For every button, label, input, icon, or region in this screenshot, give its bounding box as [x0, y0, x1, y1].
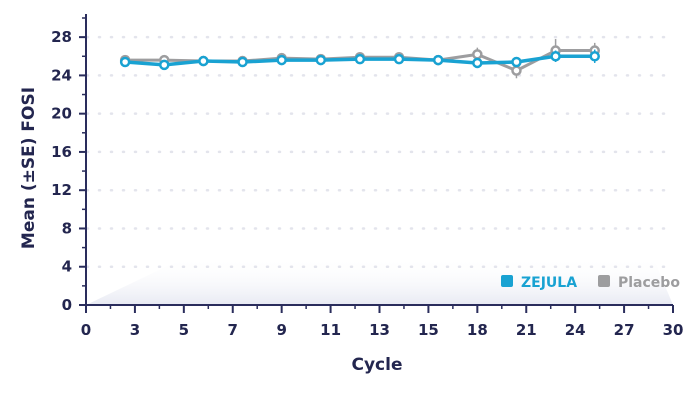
x-tick-label-21: 21	[516, 321, 537, 339]
y-tick-label-8: 8	[62, 219, 72, 237]
legend-item-zejula: ZEJULA	[501, 275, 577, 291]
y-tick-label-0: 0	[62, 296, 72, 314]
x-tick-label-24: 24	[565, 321, 586, 339]
zejula-point-2	[198, 55, 209, 67]
legend-swatch-zejula	[501, 275, 513, 287]
x-tick-label-15: 15	[418, 321, 439, 339]
series-zejula	[119, 49, 600, 71]
legend: ZEJULA Placebo	[501, 275, 680, 291]
y-axis-title: Mean (±SE) FOSI	[19, 87, 39, 249]
zejula-point-9	[472, 57, 483, 69]
legend-label-zejula: ZEJULA	[521, 275, 577, 291]
background-band-shape	[86, 257, 673, 305]
placebo-point-9	[472, 49, 483, 60]
y-tick-label-12: 12	[51, 181, 72, 199]
zejula-point-10	[511, 56, 522, 68]
zejula-point-8	[432, 54, 444, 66]
x-tick-label-13: 13	[369, 321, 390, 339]
x-axis-title: Cycle	[352, 355, 403, 375]
y-tick-label-20: 20	[51, 105, 72, 123]
x-tick-label-30: 30	[663, 321, 684, 339]
axes: 0 4 8 12 16 20 24 28 0 3 5 7 9 11 13 15 18 21 24 27 30	[51, 14, 683, 339]
y-tick-label-24: 24	[51, 66, 72, 84]
zejula-point-4	[276, 54, 287, 66]
zejula-point-11	[550, 51, 561, 62]
x-tick-label-9: 9	[276, 321, 286, 339]
grid-lines	[85, 35, 675, 268]
series-group	[119, 39, 600, 79]
legend-item-placebo: Placebo	[598, 275, 680, 291]
zejula-point-3	[237, 56, 248, 68]
zejula-point-5	[315, 54, 327, 66]
zejula-point-6	[354, 53, 366, 65]
background-band	[86, 257, 673, 305]
x-tick-label-27: 27	[614, 321, 635, 339]
x-tick-label-0: 0	[81, 321, 91, 339]
x-tick-label-7: 7	[228, 321, 238, 339]
x-tick-label-18: 18	[467, 321, 488, 339]
y-tick-label-4: 4	[62, 258, 72, 276]
legend-swatch-placebo	[598, 275, 610, 287]
zejula-point-7	[393, 53, 405, 65]
zejula-point-12	[589, 51, 600, 62]
zejula-point-0	[119, 56, 131, 68]
y-tick-label-28: 28	[51, 28, 72, 46]
zejula-point-1	[159, 59, 170, 71]
x-tick-label-5: 5	[179, 321, 189, 339]
placebo-point-10	[511, 65, 522, 76]
y-tick-label-16: 16	[51, 143, 72, 161]
x-tick-label-11: 11	[320, 321, 341, 339]
x-tick-label-3: 3	[130, 321, 140, 339]
legend-label-placebo: Placebo	[618, 275, 680, 291]
